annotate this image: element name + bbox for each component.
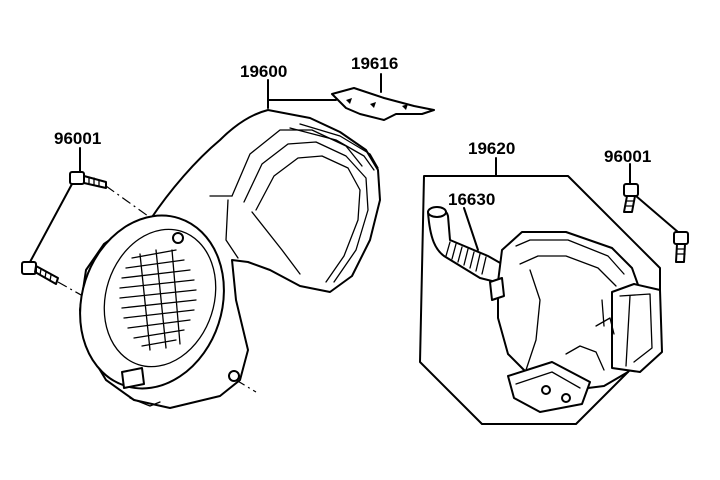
mount-hole-upper <box>172 232 184 244</box>
label-plate-19616: 19616 <box>351 54 399 73</box>
bolt-left-upper <box>69 171 107 189</box>
heat-plate <box>331 87 435 121</box>
fan-grille <box>119 249 197 351</box>
kit-boundary <box>419 175 661 425</box>
bolt-left-lower <box>21 261 59 285</box>
leader-16630 <box>463 207 479 251</box>
bolt-right-link <box>635 195 679 233</box>
leader-19600 <box>267 79 337 101</box>
bolt-left-link <box>29 183 73 263</box>
label-hose-16630: 16630 <box>448 190 496 209</box>
label-cover-19600: 19600 <box>240 62 288 81</box>
fan-cover <box>79 109 381 409</box>
mount-hole-lower <box>228 370 240 382</box>
axis-line-bottom <box>235 379 257 393</box>
bolt-right-upper <box>623 183 639 213</box>
hose-ribs <box>445 241 487 275</box>
leader-lines <box>79 73 631 251</box>
axis-line-lower <box>57 281 91 301</box>
label-bolt-left-96001: 96001 <box>54 129 102 148</box>
label-bolt-right-96001: 96001 <box>604 147 652 166</box>
bolt-right-lower <box>673 231 689 263</box>
axis-line-upper <box>105 185 177 237</box>
label-kit-19620: 19620 <box>468 139 516 158</box>
air-duct <box>489 231 663 413</box>
bottom-clip <box>121 367 145 389</box>
